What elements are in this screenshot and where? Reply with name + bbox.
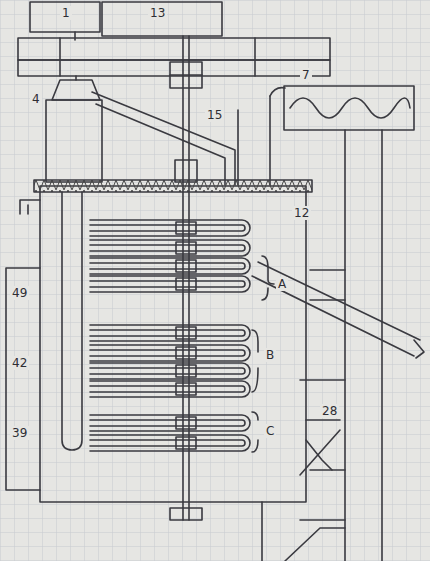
screw-feeder [284,86,414,130]
callout-number: 28 [320,404,339,418]
coil-clamp [176,417,196,429]
chute [238,96,270,185]
coil-tube [90,240,250,256]
callout-number: A [276,277,288,291]
callout-number: B [264,348,276,362]
brace [252,330,258,392]
pump [52,80,100,100]
brace [262,256,274,300]
callout-number: 4 [30,92,42,106]
coil-clamp [176,347,196,359]
motor [30,2,100,32]
bearing [170,508,202,520]
coil-clamp [176,437,196,449]
inner-pipe [62,192,82,450]
callout-number: 42 [10,356,29,370]
outlet-pipe [252,262,420,356]
coil-tube [90,276,250,292]
coil-clamp [176,278,196,290]
callout-number: 15 [205,108,224,122]
pipe [92,92,235,185]
pencil-lines [6,2,424,561]
callout-number: 39 [10,426,29,440]
coil-tube [90,345,250,361]
vessel [40,186,306,502]
side-box [6,200,40,490]
callout-number: 49 [10,286,29,300]
inlet-duct [300,420,340,475]
coil-tube [90,381,250,397]
housing-column [345,130,382,561]
coil-clamp [176,327,196,339]
callout-number: C [264,424,276,438]
coil-clamp [176,365,196,377]
coil-tube [90,220,250,236]
screw [290,98,410,118]
coil-clamp [176,242,196,254]
callout-number: 12 [292,206,311,220]
coil-tube [90,325,250,341]
coil-clamp [176,222,196,234]
coil-clamp [176,383,196,395]
brace [252,412,258,452]
coil-tube [90,435,250,451]
frame-beam [18,38,330,60]
callout-number: 7 [300,68,312,82]
gearbox [102,2,222,36]
top-plate [34,180,312,192]
coil-clamp [176,260,196,272]
coil-tube [90,258,250,274]
coil-tube [90,363,250,379]
callout-number: 1 [60,6,72,20]
support-frame [262,502,345,561]
coupling [170,62,202,88]
callout-number: 13 [148,6,167,20]
coil-tube [90,415,250,431]
